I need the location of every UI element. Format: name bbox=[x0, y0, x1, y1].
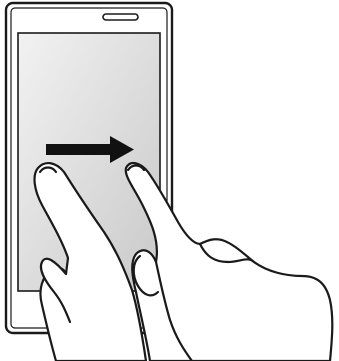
speaker-slot bbox=[103, 14, 138, 20]
right-hand bbox=[126, 163, 333, 361]
